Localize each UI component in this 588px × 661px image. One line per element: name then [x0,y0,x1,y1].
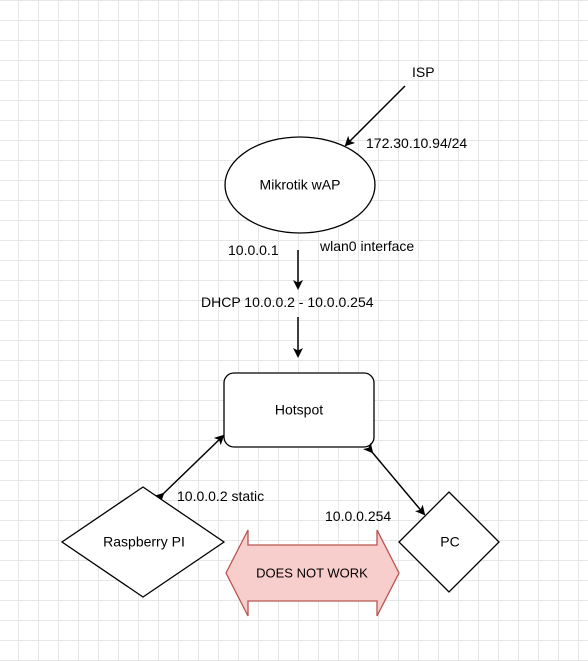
hotspot-raspberry-link[interactable] [153,434,225,504]
does-not-work-arrow[interactable]: DOES NOT WORK [225,529,400,617]
hotspot-node[interactable]: Hotspot [223,372,375,448]
pc-ip-label: 10.0.0.254 [325,508,391,524]
raspberry-label: Raspberry PI [103,534,185,550]
pc-node[interactable]: PC [398,491,500,593]
pc-label: PC [440,534,459,550]
isp-ip-label: 172.30.10.94/24 [366,135,467,151]
router-node[interactable]: Mikrotik wAP [224,136,376,234]
hotspot-label: Hotspot [275,402,323,418]
hotspot-pc-link[interactable] [363,442,426,516]
router-label: Mikrotik wAP [260,177,341,193]
dhcp-label: DHCP 10.0.0.2 - 10.0.0.254 [201,294,374,310]
router-ip-label: 10.0.0.1 [228,242,279,258]
raspberry-node[interactable]: Raspberry PI [60,486,226,598]
wlan-label: wlan0 interface [319,238,414,254]
does-not-work-label: DOES NOT WORK [256,565,368,580]
raspberry-ip-label: 10.0.0.2 static [177,488,264,504]
isp-label: ISP [412,64,435,80]
isp-to-router-arrow[interactable] [344,85,406,147]
